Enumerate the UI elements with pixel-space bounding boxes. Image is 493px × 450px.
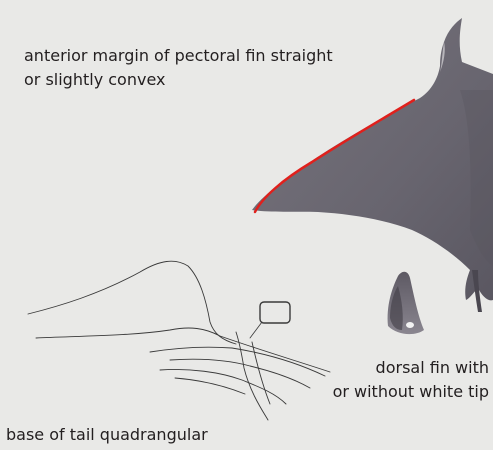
pectoral-fin-annotation: anterior margin of pectoral fin straight… <box>24 44 333 92</box>
dorsal-fin-annotation-line1: dorsal fin with <box>327 356 489 380</box>
dorsal-fin-photo <box>388 272 424 334</box>
white-tip <box>406 322 414 328</box>
tail-marker-box <box>260 302 290 323</box>
pectoral-fin-annotation-line2: or slightly convex <box>24 68 333 92</box>
tail-base-sketch <box>28 261 330 420</box>
dorsal-fin-annotation: dorsal fin with or without white tip <box>327 356 489 404</box>
dorsal-fin-annotation-line2: or without white tip <box>327 380 489 404</box>
pectoral-fin-annotation-line1: anterior margin of pectoral fin straight <box>24 44 333 68</box>
tail-base-annotation: base of tail quadrangular <box>6 423 208 447</box>
